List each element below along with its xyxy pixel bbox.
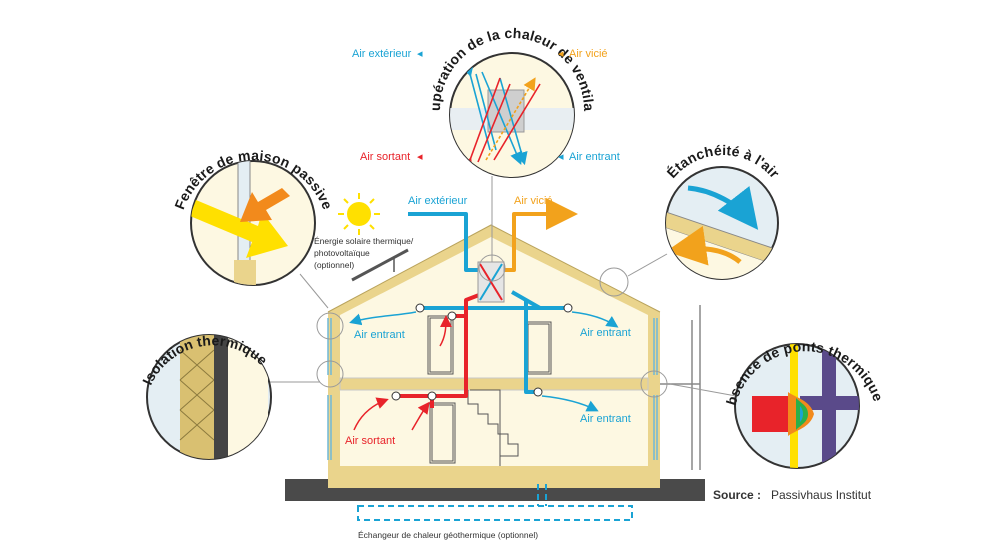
window-bubble: Fenêtre de maison passive xyxy=(171,147,336,286)
label-air-sortant-bubble: Air sortant xyxy=(360,151,410,163)
arrow-glyph: ◂ xyxy=(558,48,564,60)
arrow-glyph: ◂ xyxy=(417,151,423,163)
label-solar-line1: Énergie solaire thermique/ xyxy=(314,236,414,246)
fresh-air-intake-duct xyxy=(408,212,480,272)
duct-terminals xyxy=(391,303,573,401)
arrow-glyph: ◂ xyxy=(417,48,423,60)
ventilation-bubble: Récupération de la chaleur de ventilatio… xyxy=(0,0,597,178)
insulation-bubble: Isolation thermique xyxy=(139,332,272,460)
label-air-exterieur-house: Air extérieur xyxy=(408,195,468,207)
label-air-sortant-house: Air sortant xyxy=(345,435,395,447)
source-value: Passivhaus Institut xyxy=(771,488,872,502)
label-air-entrant-right-upper: Air entrant xyxy=(580,327,631,339)
label-air-entrant-left: Air entrant xyxy=(354,329,405,341)
label-air-vicie-bubble: Air vicié xyxy=(569,48,608,60)
heat-gain-arrow-icon xyxy=(240,188,290,222)
extract-duct-riser xyxy=(396,316,468,398)
label-solar-line3: (optionnel) xyxy=(314,260,354,270)
airflow-inside-arrow-icon xyxy=(666,225,742,266)
solar-panel xyxy=(351,248,409,282)
bubble-connectors xyxy=(270,176,737,398)
label-air-vicie-house: Air vicié xyxy=(514,195,553,207)
stale-air-exhaust-duct xyxy=(502,198,578,272)
airtightness-bubble: Étanchéité à l'air xyxy=(664,142,783,280)
label-air-entrant-bubble: Air entrant xyxy=(569,151,620,163)
sun-icon xyxy=(338,193,380,235)
arrow-glyph: ◂ xyxy=(558,151,564,163)
label-air-exterieur-bubble: Air extérieur xyxy=(352,48,412,60)
geothermal-exchanger xyxy=(357,484,633,521)
label-solar-line2: photovoltaïque xyxy=(314,248,370,258)
label-geothermal: Échangeur de chaleur géothermique (optio… xyxy=(358,530,538,540)
house-shell xyxy=(327,224,661,488)
airflow-outside-arrow-icon xyxy=(687,185,759,230)
source-label: Source : xyxy=(713,488,761,502)
heat-exchanger-unit xyxy=(477,261,505,303)
label-air-entrant-right-lower: Air entrant xyxy=(580,413,631,425)
wall-windows xyxy=(327,318,658,460)
air-flow-arrows xyxy=(349,311,619,431)
duct-network xyxy=(396,198,578,408)
